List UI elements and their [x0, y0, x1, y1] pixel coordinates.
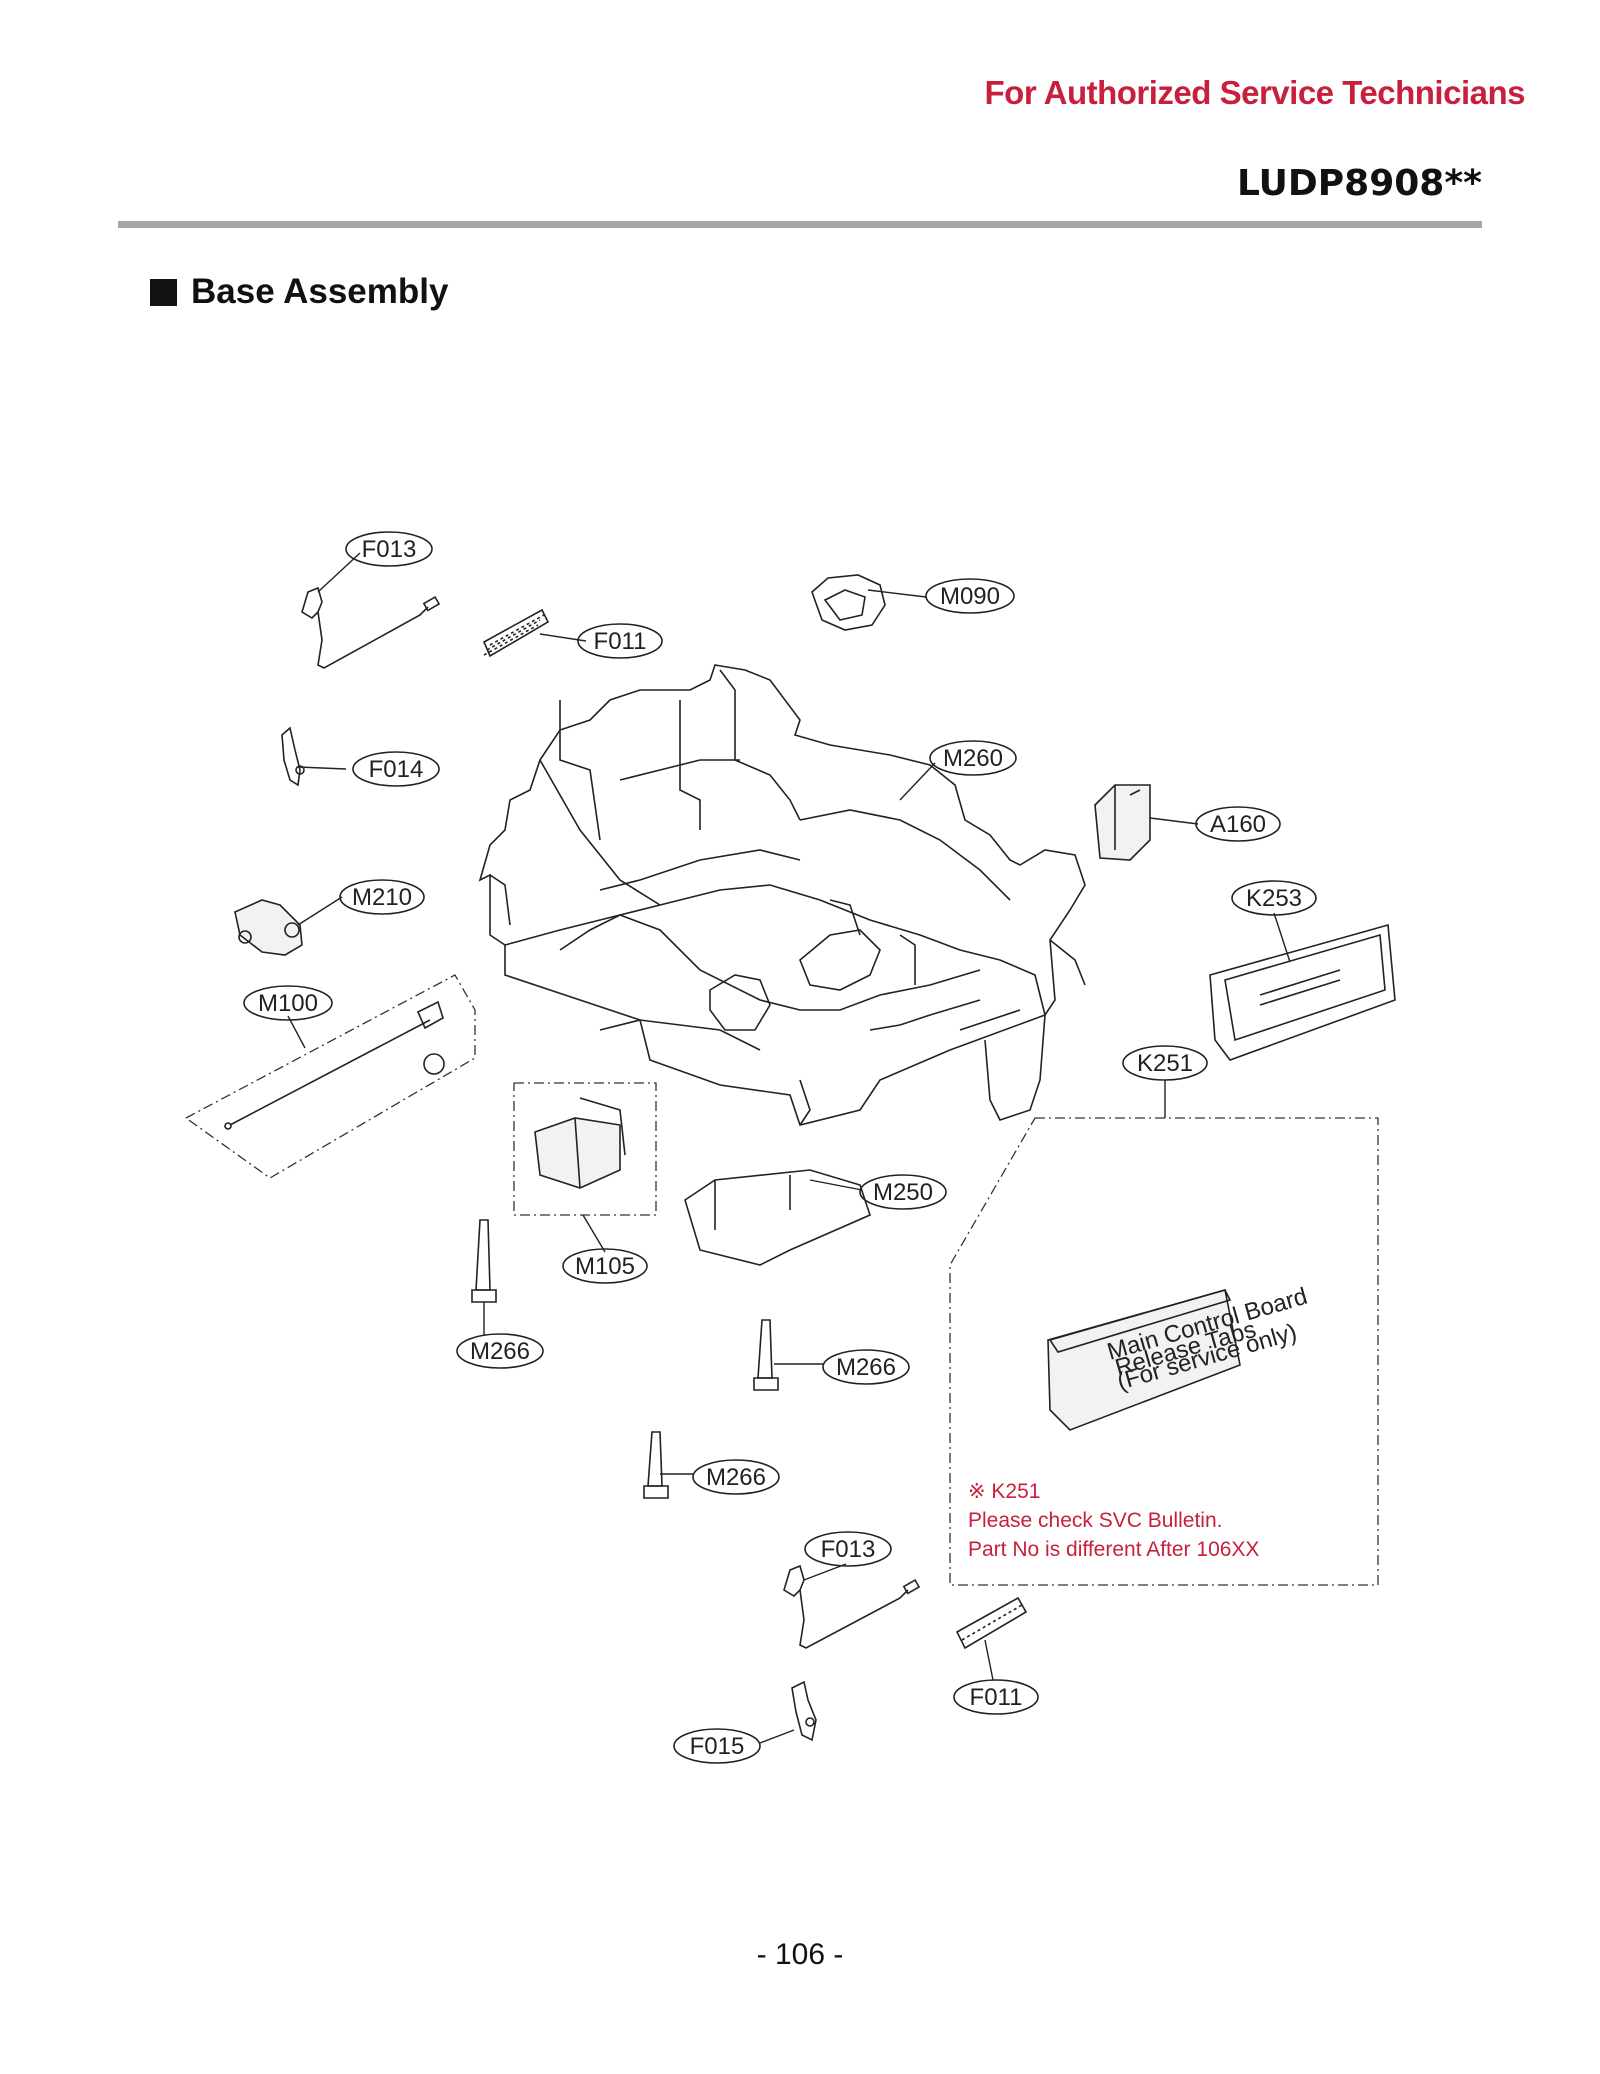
f013-switch-bottom-drawing: [783, 1564, 921, 1649]
m266-bolt-b-drawing: [753, 1319, 779, 1391]
callout-m250: M250: [859, 1174, 947, 1210]
svg-text:A160: A160: [1210, 811, 1266, 838]
page-number: - 106 -: [756, 1938, 844, 1971]
callout-m210: M210: [339, 879, 425, 915]
f015-actuator-drawing: [791, 1680, 817, 1742]
callout-m266-b: M266: [822, 1349, 910, 1385]
k253-cover-drawing: [1209, 923, 1396, 1061]
svg-text:F015: F015: [690, 1733, 745, 1760]
m105-cover-drawing: [513, 1082, 657, 1216]
svg-text:M105: M105: [575, 1253, 635, 1280]
model-number: LUDP8908**: [1236, 163, 1482, 204]
section-heading: Base Assembly: [150, 272, 448, 312]
m090-cap-drawing: [811, 574, 886, 631]
a160-module-drawing: [1094, 784, 1151, 861]
svg-text:F014: F014: [369, 756, 424, 783]
header-divider: [118, 221, 1482, 228]
callout-m260: M260: [929, 740, 1017, 776]
section-title: Base Assembly: [191, 272, 449, 311]
callout-k253: K253: [1231, 880, 1317, 916]
callout-f015: F015: [673, 1728, 761, 1764]
svg-text:K253: K253: [1246, 885, 1302, 912]
callout-m105: M105: [562, 1248, 648, 1284]
callout-m090: M090: [925, 578, 1015, 614]
svg-text:M266: M266: [706, 1464, 766, 1491]
f013-switch-drawing: [301, 586, 441, 669]
note-line-2: Please check SVC Bulletin.: [968, 1509, 1222, 1532]
callout-a160: A160: [1195, 806, 1281, 842]
callout-f013-bottom: F013: [804, 1531, 892, 1567]
svg-text:M260: M260: [943, 745, 1003, 772]
base-tub-drawing: [478, 664, 1086, 1126]
callout-f013-top: F013: [345, 531, 433, 567]
note-line-3: Part No is different After 106XX: [968, 1538, 1259, 1561]
square-bullet-icon: [150, 278, 177, 306]
m100-rod-drawing: [184, 974, 476, 1179]
svg-text:F013: F013: [362, 536, 417, 563]
svg-text:M266: M266: [836, 1354, 896, 1381]
svg-text:M250: M250: [873, 1179, 933, 1206]
callout-m266-c: M266: [692, 1459, 780, 1495]
leader-lines: [287, 552, 1291, 1744]
svg-text:M266: M266: [470, 1338, 530, 1365]
m266-bolt-a-drawing: [471, 1219, 497, 1303]
m210-valve-drawing: [234, 899, 303, 956]
svg-text:F013: F013: [821, 1536, 876, 1563]
svg-text:F011: F011: [594, 628, 647, 655]
m250-plate-drawing: [684, 1169, 871, 1266]
callout-f011-top: F011: [577, 623, 663, 659]
f014-actuator-drawing: [281, 726, 305, 787]
k251-note: ※ K251 Please check SVC Bulletin. Part N…: [968, 1480, 1259, 1561]
svg-text:M210: M210: [352, 884, 412, 911]
callout-f011-bottom: F011: [953, 1679, 1039, 1715]
svg-text:M090: M090: [940, 583, 1000, 610]
callout-f014: F014: [352, 751, 440, 787]
svg-text:M100: M100: [258, 990, 318, 1017]
note-line-1: ※ K251: [968, 1480, 1040, 1503]
callout-m266-a: M266: [456, 1333, 544, 1369]
svg-text:K251: K251: [1137, 1050, 1193, 1077]
f011-spring-drawing: [482, 608, 550, 658]
callout-labels: F013 M090 F011 F014 M260 A160 M210 K253 …: [243, 531, 1317, 1764]
audience-banner: For Authorized Service Technicians: [984, 74, 1526, 111]
callout-k251: K251: [1122, 1045, 1208, 1081]
m266-bolt-c-drawing: [643, 1431, 669, 1499]
svg-text:F011: F011: [970, 1684, 1023, 1711]
f011-spring-bottom-drawing: [955, 1596, 1028, 1650]
callout-m100: M100: [243, 985, 333, 1021]
